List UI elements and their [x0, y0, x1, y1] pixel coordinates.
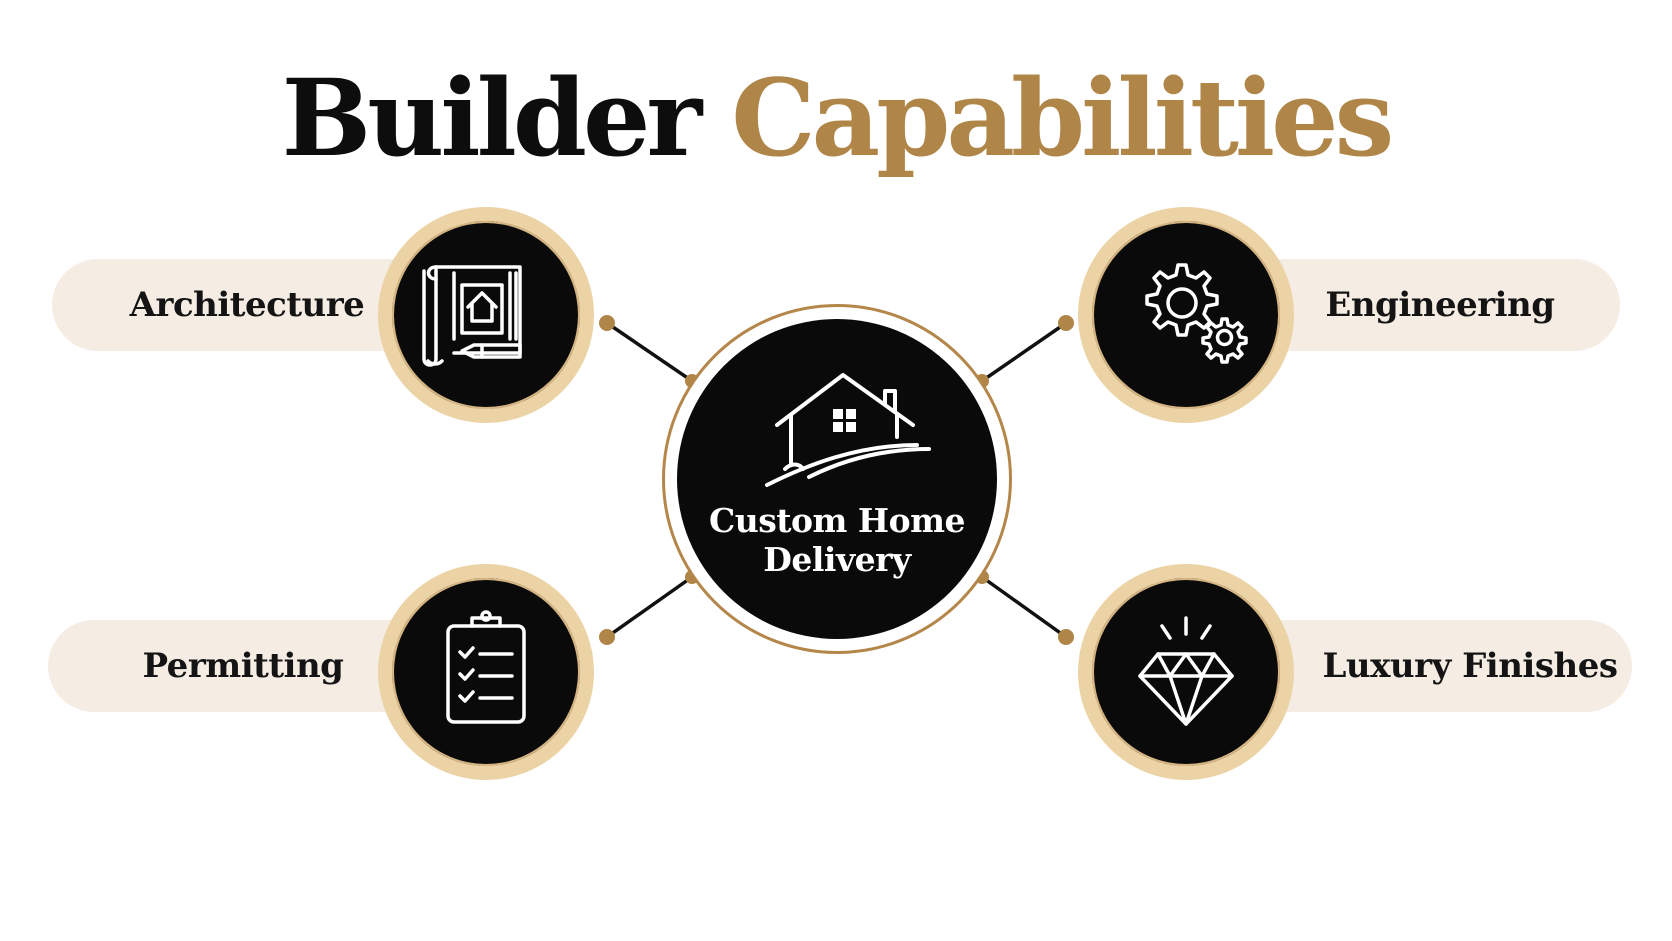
connector-permitting — [605, 575, 694, 639]
gears-icon — [1145, 263, 1248, 364]
clipboard-checklist-icon — [446, 610, 526, 724]
capability-label-permitting: Permitting — [142, 646, 344, 686]
connector-dot — [1058, 629, 1074, 645]
connector-architecture — [605, 321, 694, 383]
center-hub: Custom Home Delivery — [662, 304, 1012, 654]
capability-label-engineering: Engineering — [1325, 285, 1555, 325]
node-permitting — [378, 564, 594, 780]
capability-label-architecture: Architecture — [129, 285, 365, 325]
connector-dot — [599, 315, 615, 331]
node-engineering — [1078, 207, 1294, 423]
title-word-capabilities: Capabilities — [731, 55, 1394, 180]
diagram-title: Builder Capabilities — [0, 48, 1672, 188]
connector-engineering — [980, 321, 1068, 383]
connector-dot — [599, 629, 615, 645]
diamond-icon — [1138, 616, 1234, 726]
node-luxury-finishes — [1078, 564, 1294, 780]
connector-dot — [1058, 315, 1074, 331]
center-label-line2: Delivery — [763, 540, 911, 579]
node-architecture — [378, 207, 594, 423]
center-label-line1: Custom Home — [708, 501, 966, 540]
connector-luxury-finishes — [980, 575, 1068, 639]
house-landscape-icon — [765, 373, 931, 487]
blueprint-icon — [422, 265, 522, 367]
capability-label-luxury-finishes: Luxury Finishes — [1322, 646, 1618, 686]
center-hub-inner: Custom Home Delivery — [677, 319, 997, 639]
title-word-builder: Builder — [281, 55, 703, 180]
